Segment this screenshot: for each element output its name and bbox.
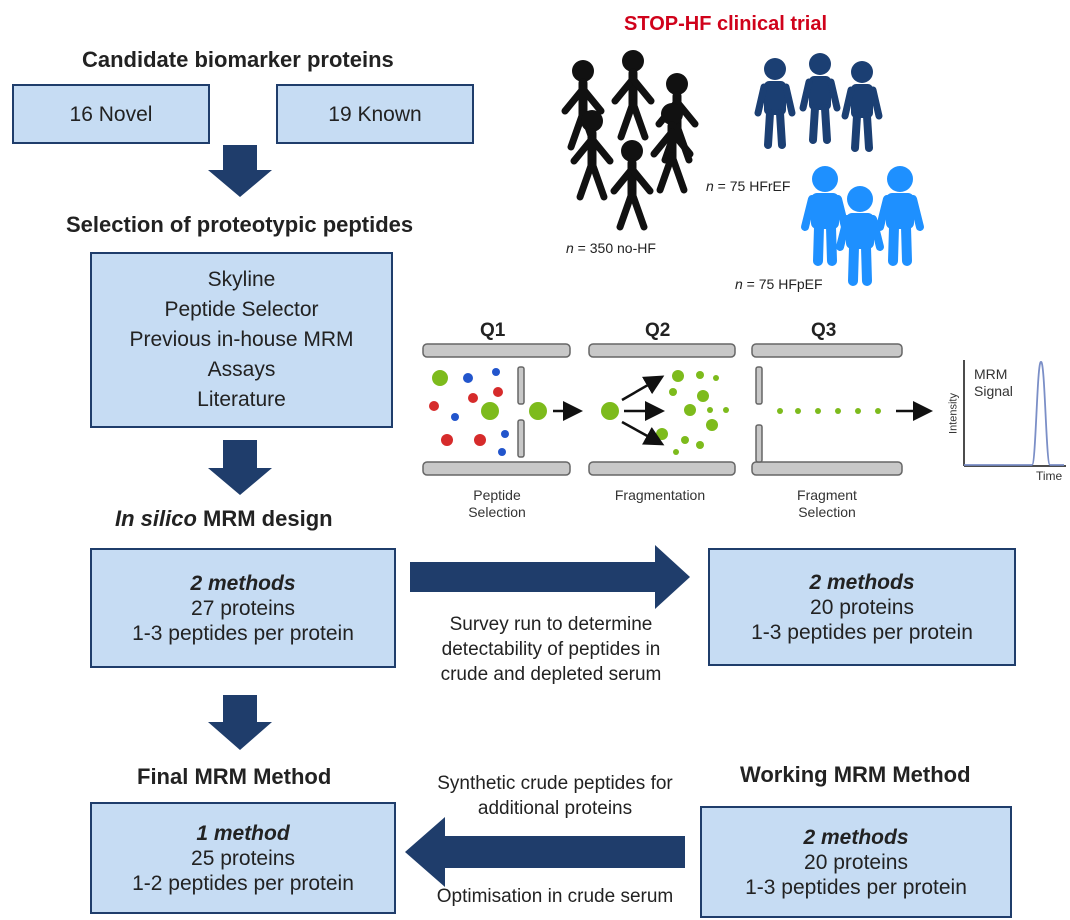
synthetic-label: Synthetic crude peptides for additional … bbox=[410, 771, 700, 821]
count-text: = 75 HFpEF bbox=[742, 276, 823, 292]
caption-line: Fragmentation bbox=[614, 487, 706, 503]
working-methods: 2 methods bbox=[803, 825, 909, 849]
signal-line: Signal bbox=[974, 383, 1013, 399]
synthetic-line: additional proteins bbox=[477, 798, 633, 819]
novel-label: 16 Novel bbox=[69, 102, 153, 126]
final-methods: 1 method bbox=[196, 821, 290, 845]
q2-fragments bbox=[601, 370, 729, 455]
signal-line: MRM bbox=[974, 366, 1008, 382]
stage-q2-label: Q2 bbox=[645, 320, 671, 341]
stage-q1-caption: Peptide Selection bbox=[437, 487, 557, 521]
stage-q3-caption: Fragment Selection bbox=[767, 487, 887, 521]
survey-result-box: 2 methods 20 proteins 1-3 peptides per p… bbox=[708, 548, 1016, 666]
survey-line: detectability of peptides in bbox=[441, 639, 661, 660]
source-item: Previous in-house MRM bbox=[129, 328, 354, 351]
survey-result-proteins: 20 proteins bbox=[810, 595, 914, 619]
people-hfpef bbox=[805, 166, 920, 281]
arrow-down-3 bbox=[208, 695, 272, 750]
heading-candidates: Candidate biomarker proteins bbox=[82, 47, 394, 72]
optimisation-label: Optimisation in crude serum bbox=[436, 886, 674, 907]
final-box: 1 method 25 proteins 1-2 peptides per pr… bbox=[90, 802, 396, 914]
survey-result-peptides: 1-3 peptides per protein bbox=[751, 620, 973, 644]
q1-ions bbox=[429, 368, 547, 456]
count-no-hf: n = 350 no-HF bbox=[566, 240, 656, 256]
count-text: = 75 HFrEF bbox=[713, 178, 791, 194]
quadrupole-rails bbox=[422, 343, 903, 476]
final-proteins: 25 proteins bbox=[191, 846, 295, 870]
heading-insilico-rest: MRM design bbox=[196, 506, 333, 531]
known-box: 19 Known bbox=[276, 84, 474, 144]
survey-result-methods: 2 methods bbox=[809, 570, 915, 594]
mrm-signal-label: MRM Signal bbox=[974, 366, 1013, 400]
n-symbol: n bbox=[566, 240, 574, 256]
stage-q3-label: Q3 bbox=[811, 320, 837, 341]
arrow-right-survey bbox=[410, 545, 690, 609]
heading-selection: Selection of proteotypic peptides bbox=[66, 212, 414, 237]
design-methods: 2 methods bbox=[190, 571, 296, 595]
working-box: 2 methods 20 proteins 1-3 peptides per p… bbox=[700, 806, 1012, 918]
n-symbol: n bbox=[706, 178, 714, 194]
working-peptides: 1-3 peptides per protein bbox=[745, 875, 967, 899]
design-box: 2 methods 27 proteins 1-3 peptides per p… bbox=[90, 548, 396, 668]
source-item: Literature bbox=[197, 388, 286, 411]
known-label: 19 Known bbox=[328, 102, 422, 126]
arrow-down-2 bbox=[208, 440, 272, 495]
people-no-hf bbox=[565, 50, 695, 227]
stage-q2-caption: Fragmentation bbox=[598, 487, 722, 504]
synthetic-line: Synthetic crude peptides for bbox=[437, 773, 673, 794]
source-item: Skyline bbox=[207, 268, 276, 291]
caption-line: Selection bbox=[468, 504, 526, 520]
design-peptides: 1-3 peptides per protein bbox=[132, 621, 354, 645]
y-axis-label: Intensity bbox=[947, 393, 960, 434]
caption-line: Peptide bbox=[473, 487, 521, 503]
arrow-left-final bbox=[405, 817, 685, 887]
source-item: Assays bbox=[207, 358, 276, 381]
people-hfref bbox=[758, 53, 879, 148]
arrow-down-1 bbox=[208, 145, 272, 197]
design-proteins: 27 proteins bbox=[191, 596, 295, 620]
x-axis-label: Time bbox=[1036, 469, 1063, 483]
survey-line: Survey run to determine bbox=[449, 614, 653, 635]
source-item: Peptide Selector bbox=[164, 298, 319, 321]
ion-flow-arrows bbox=[553, 375, 933, 446]
heading-insilico: In silico MRM design bbox=[115, 506, 333, 532]
q3-fragments bbox=[777, 408, 881, 414]
novel-box: 16 Novel bbox=[12, 84, 210, 144]
survey-label: Survey run to determine detectability of… bbox=[406, 612, 696, 687]
heading-insilico-italic: In silico bbox=[115, 506, 197, 531]
caption-line: Selection bbox=[798, 504, 856, 520]
count-hfpef: n = 75 HFpEF bbox=[735, 276, 823, 292]
caption-line: Fragment bbox=[797, 487, 857, 503]
mrm-signal-plot bbox=[963, 360, 1066, 467]
heading-final: Final MRM Method bbox=[137, 764, 332, 789]
final-peptides: 1-2 peptides per protein bbox=[132, 871, 354, 895]
heading-working: Working MRM Method bbox=[740, 762, 971, 787]
trial-title: STOP-HF clinical trial bbox=[624, 13, 828, 35]
sources-box: Skyline Peptide Selector Previous in-hou… bbox=[90, 252, 393, 428]
count-text: = 350 no-HF bbox=[573, 240, 656, 256]
count-hfref: n = 75 HFrEF bbox=[706, 178, 790, 194]
stage-q1-label: Q1 bbox=[480, 320, 506, 341]
n-symbol: n bbox=[735, 276, 743, 292]
survey-line: crude and depleted serum bbox=[440, 664, 662, 685]
working-proteins: 20 proteins bbox=[804, 850, 908, 874]
